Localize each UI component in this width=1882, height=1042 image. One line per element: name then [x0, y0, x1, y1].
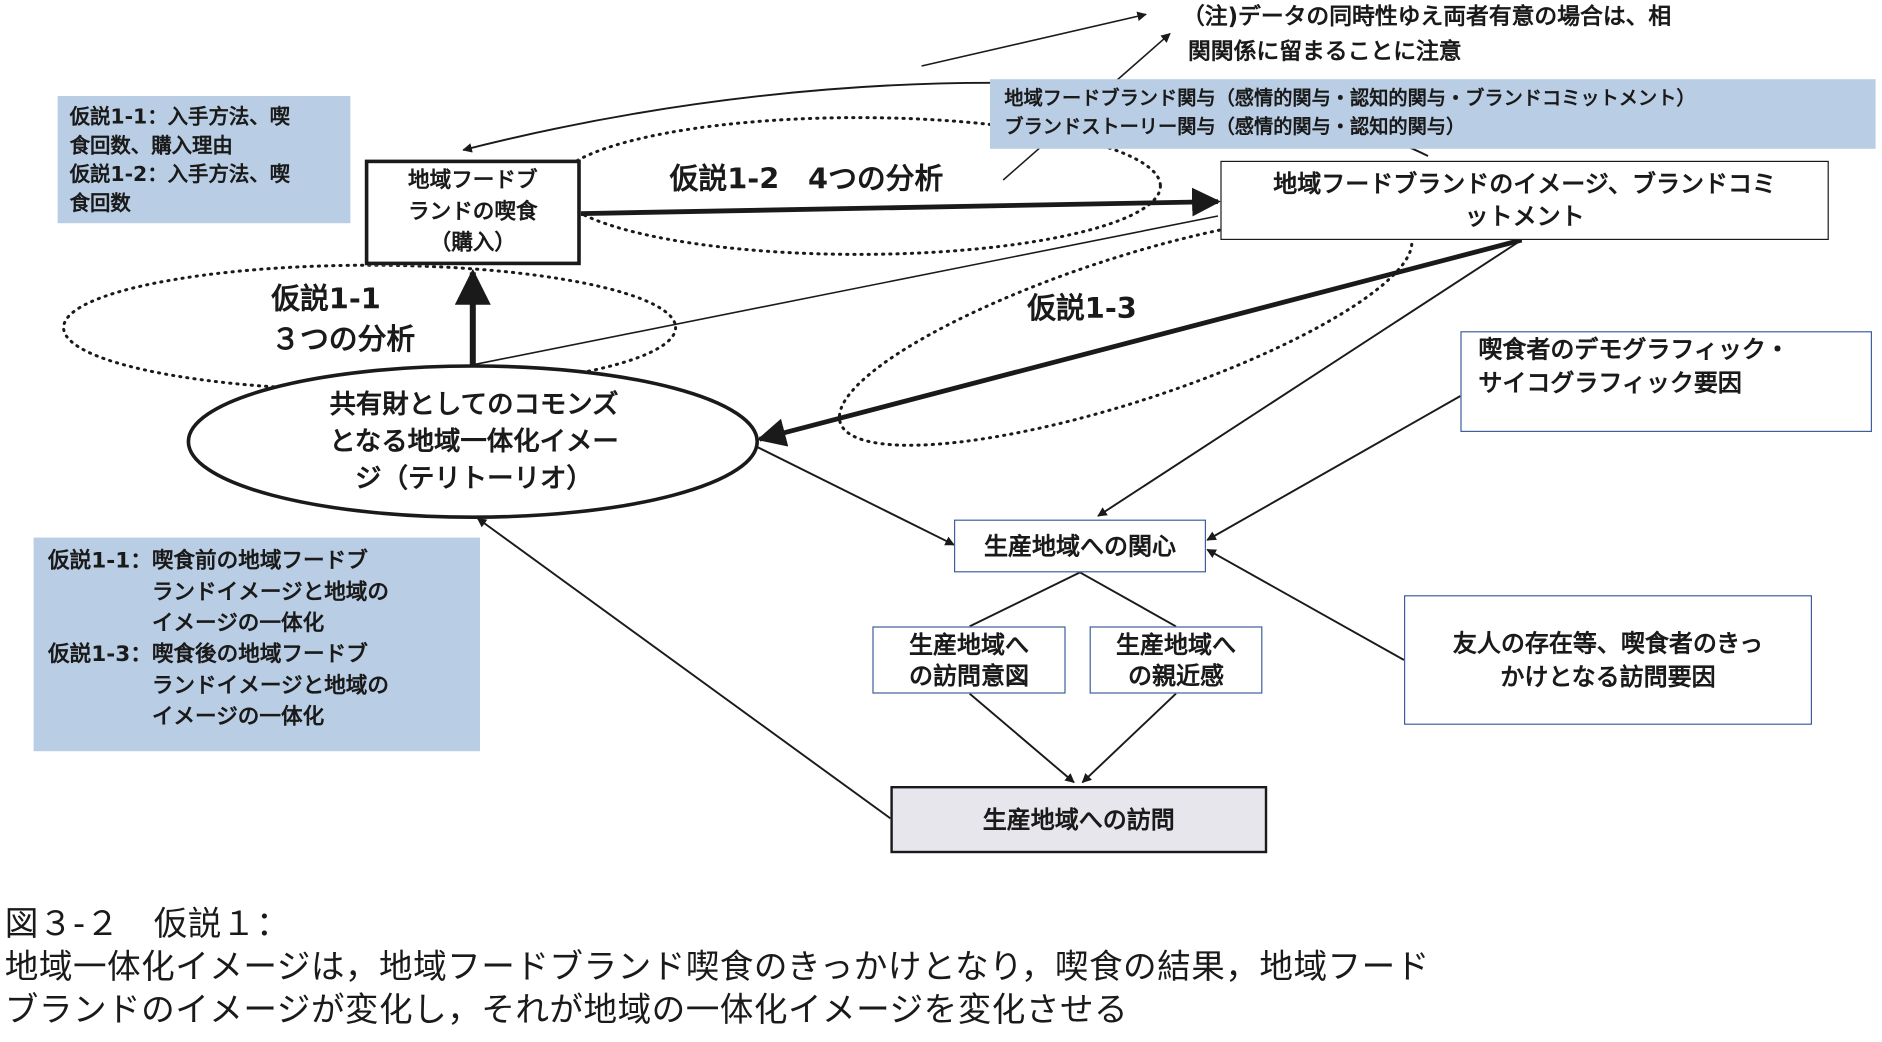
annotation-simultaneity: （注)データの同時性ゆえ両者有意の場合は、相 関関係に留まることに注意 — [1182, 0, 1671, 70]
arrow-affinity-to-visit — [1081, 692, 1177, 784]
note-line: ランドイメージと地域の — [151, 579, 390, 605]
label-line: ３つの分析 — [271, 322, 416, 357]
arrow-demographic-to-interest — [1206, 395, 1461, 541]
caption-line: 図３-２ 仮説１： — [4, 903, 291, 944]
note-line: 仮説1-2：入手方法、喫 — [69, 163, 291, 188]
node-interest: 生産地域への関心 — [954, 519, 1206, 573]
label-hypothesis-1-3: 仮説1-3 — [1027, 288, 1137, 329]
node-line: 地域フードブランドのイメージ、ブランドコミ — [1273, 169, 1777, 199]
line-interest-to-intention — [969, 571, 1081, 628]
note-line: 食回数 — [69, 192, 131, 217]
node-line: かけとなる訪問要因 — [1500, 662, 1716, 692]
node-line: サイコグラフィック要因 — [1478, 368, 1742, 398]
note-line: ブランドストーリー関与（感情的関与・認知的関与） — [1004, 115, 1466, 138]
node-line: ットメント — [1464, 201, 1585, 231]
node-line: の訪問意図 — [909, 661, 1029, 690]
note-line: イメージの一体化 — [151, 704, 325, 730]
node-visit-intention: 生産地域へ の訪問意図 — [872, 626, 1066, 694]
label-line: 仮説1-1 — [271, 282, 381, 316]
annotation-line: 関関係に留まることに注意 — [1188, 38, 1462, 65]
node-friends: 友人の存在等、喫食者のきっ かけとなる訪問要因 — [1404, 595, 1813, 725]
note-key-h1-1: 仮説1-1： — [48, 548, 152, 574]
line-interest-to-affinity — [1079, 571, 1177, 628]
note-involvement: 地域フードブランド関与（感情的関与・認知的関与・ブランドコミットメント） ブラン… — [990, 79, 1876, 149]
node-line: の親近感 — [1128, 661, 1224, 690]
arrow-intention-to-visit — [968, 692, 1075, 784]
note-line: ランドイメージと地域の — [151, 673, 390, 699]
node-line: 生産地域への関心 — [984, 531, 1176, 561]
node-visit: 生産地域への訪問 — [890, 786, 1268, 854]
note-hypotheses-1-1-1-2: 仮説1-1：入手方法、喫 食回数、購入理由 仮説1-2：入手方法、喫 食回数 — [57, 96, 351, 224]
node-line: 喫食者のデモグラフィック・ — [1478, 334, 1790, 364]
arrow-friends-to-interest — [1206, 548, 1405, 661]
note-line: 食回数、購入理由 — [69, 134, 233, 159]
node-line: 生産地域へ — [909, 630, 1029, 659]
note-line: 仮説1-1：入手方法、喫 — [69, 105, 291, 130]
note-line: 地域フードブランド関与（感情的関与・認知的関与・ブランドコミットメント） — [1004, 86, 1696, 110]
note-line: 喫食前の地域フードブ — [151, 548, 368, 574]
node-line: ジ（テリトーリオ） — [355, 463, 593, 494]
node-line: 地域フードブ — [408, 168, 538, 194]
node-line: 共有財としてのコモンズ — [329, 389, 619, 420]
node-line: 友人の存在等、喫食者のきっ — [1452, 628, 1764, 658]
annotation-line: （注)データの同時性ゆえ両者有意の場合は、相 — [1182, 3, 1672, 31]
label-hypothesis-1-1: 仮説1-1 ３つの分析 — [271, 278, 415, 360]
arrow-to-annotation-upper — [921, 11, 1147, 67]
node-line: 生産地域へ — [1116, 630, 1236, 659]
note-line: イメージの一体化 — [151, 610, 325, 636]
node-line: （購入） — [429, 230, 516, 256]
node-affinity: 生産地域へ の親近感 — [1089, 626, 1263, 694]
arrow-visit-to-commons — [476, 517, 891, 820]
node-demographic: 喫食者のデモグラフィック・ サイコグラフィック要因 — [1460, 331, 1873, 433]
note-hypotheses-1-1-1-3: 仮説1-1： 喫食前の地域フードブ ランドイメージと地域の イメージの一体化 仮… — [33, 537, 481, 752]
caption-line: ブランドのイメージが変化し，それが地域の一体化イメージを変化させる — [4, 990, 1129, 1030]
line-commons-to-brand-image — [472, 215, 1219, 366]
arrow-brand-image-to-interest — [1097, 239, 1523, 517]
label-hypothesis-1-2: 仮説1-2 4つの分析 — [670, 158, 944, 199]
node-line: 生産地域への訪問 — [982, 805, 1175, 835]
arrow-brand-image-to-commons — [756, 237, 1523, 447]
node-commons: 共有財としてのコモンズ となる地域一体化イメー ジ（テリトーリオ） — [252, 384, 696, 499]
note-key-h1-3: 仮説1-3： — [48, 642, 152, 668]
figure-caption: 図３-２ 仮説１： 地域一体化イメージは，地域フードブランド喫食のきっかけとなり… — [5, 902, 1430, 1032]
label-line: 仮説1-3 — [1027, 291, 1137, 326]
arrow-commons-to-interest — [755, 445, 955, 546]
node-brand-image: 地域フードブランドのイメージ、ブランドコミ ットメント — [1220, 160, 1829, 241]
node-line: ランドの喫食 — [408, 199, 538, 225]
node-line: となる地域一体化イメー — [329, 426, 619, 457]
caption-line: 地域一体化イメージは，地域フードブランド喫食のきっかけとなり，喫食の結果，地域フ… — [4, 946, 1430, 987]
node-eating: 地域フードブ ランドの喫食 （購入） — [364, 159, 581, 266]
label-line: 仮説1-2 4つの分析 — [669, 162, 944, 196]
arrow-eating-to-brand-image — [580, 187, 1221, 217]
note-line: 喫食後の地域フードブ — [151, 642, 368, 668]
